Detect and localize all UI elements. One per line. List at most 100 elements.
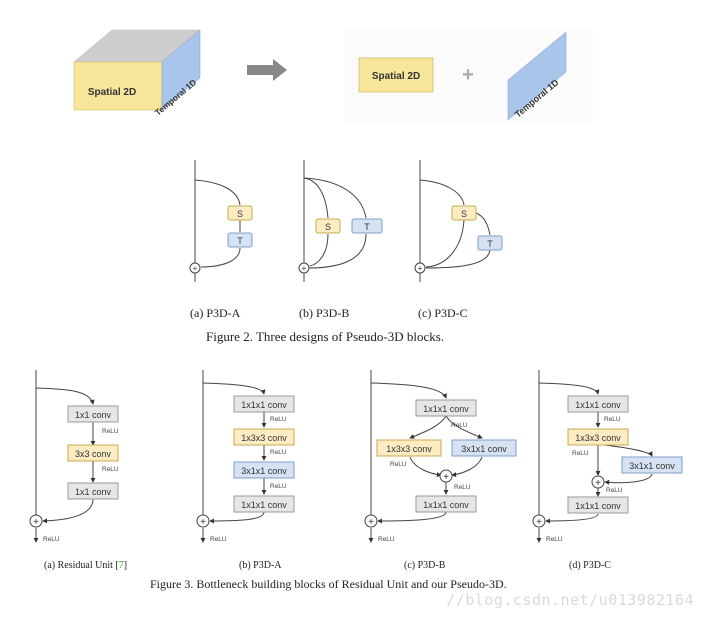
fig3-d-relu3: ReLU (606, 487, 623, 494)
fig2-p3d-a-diagram (194, 160, 241, 282)
fig3-c-relu2: ReLU (390, 461, 407, 468)
fig3-a-conv3-box (67, 482, 119, 500)
fig3-b-conv1-label: 1x1x1 conv (241, 400, 287, 410)
fig3-b-relu-out: ReLU (210, 536, 227, 543)
fig3-b-add-node (196, 514, 210, 528)
fig3-d-conv2-box (567, 428, 629, 446)
fig3-sublabel-a-suffix: ] (123, 560, 128, 571)
fig3-d-conv3-box (621, 456, 683, 474)
fig3-c-conv2-box (376, 439, 442, 457)
fig2-c-temporal-box (477, 235, 503, 251)
fig3-sublabel-d: (d) P3D-C (569, 560, 611, 571)
fig3-c-conv3-label: 3x1x1 conv (461, 444, 507, 454)
fig3-b-relu1: ReLU (270, 416, 287, 423)
fig2-b-temporal-box (351, 218, 383, 234)
fig3-d-merge-plus: + (595, 478, 601, 489)
fig3-sublabel-b: (b) P3D-A (239, 560, 282, 571)
spatiotemporal-cube: Spatial 2D Temporal 1D (73, 29, 201, 118)
fig3-c-add-node (364, 514, 378, 528)
fig3-a-plus: + (33, 517, 39, 528)
fig3-d-merge-node (591, 475, 605, 489)
decomposed-blocks: Spatial 2D + Temporal 1D (345, 30, 593, 122)
fig2-c-spatial-box (451, 205, 477, 221)
fig3-d-conv1-label: 1x1x1 conv (575, 400, 621, 410)
spatial-2d-block (358, 57, 434, 93)
cube-temporal-face (161, 29, 201, 111)
fig3-b-conv4-box (233, 495, 295, 513)
fig3-sublabel-c: (c) P3D-B (404, 560, 446, 571)
fig3-a-relu1: ReLU (102, 428, 119, 435)
fig3-c-conv1-label: 1x1x1 conv (423, 404, 469, 414)
fig2-sublabel-c: (c) P3D-C (418, 306, 468, 320)
fig2-sublabel-b: (b) P3D-B (299, 306, 350, 320)
fig3-a-conv1-box (67, 405, 119, 423)
fig2-a-temporal-box (227, 232, 253, 248)
fig3-b-relu3: ReLU (270, 483, 287, 490)
fig3-c-conv1-box (415, 399, 477, 417)
fig3-b-conv3-label: 3x1x1 conv (241, 466, 287, 476)
fig2-p3d-b-diagram (303, 160, 367, 282)
watermark: //blog.csdn.net/u013982164 (446, 591, 694, 609)
fig3-c-conv3-box (451, 439, 517, 457)
fig2-a-spatial-box (227, 205, 253, 221)
temporal-1d-block (507, 31, 567, 121)
fig3-p3d-b-diagram (368, 370, 483, 543)
fig3-a-add-node (29, 514, 43, 528)
fig3-c-relu1: ReLU (451, 422, 468, 429)
fig2-a-t-label: T (237, 236, 243, 246)
fig2-p3d-c-diagram (419, 160, 491, 282)
fig3-d-conv1-box (567, 395, 629, 413)
fig3-a-conv1-label: 1x1 conv (75, 410, 112, 420)
fig3-c-conv2-label: 1x3x3 conv (386, 444, 432, 454)
fig3-d-relu2: ReLU (572, 450, 589, 457)
cube-spatial-face (73, 61, 163, 111)
plus-icon: + (462, 64, 474, 86)
cube-spatial-label: Spatial 2D (88, 87, 136, 98)
fig2-a-plus: + (193, 264, 198, 273)
fig3-b-conv2-box (233, 428, 295, 446)
fig2-c-s-label: S (461, 209, 467, 219)
fig3-d-relu-out: ReLU (546, 536, 563, 543)
fig3-b-conv2-label: 1x3x3 conv (241, 433, 287, 443)
fig3-b-conv4-label: 1x1x1 conv (241, 500, 287, 510)
fig2-c-t-label: T (487, 239, 493, 249)
fig3-b-plus: + (200, 517, 206, 528)
fig3-a-conv2-box (67, 444, 119, 462)
fig3-sublabel-a-prefix: (a) Residual Unit [ (44, 560, 119, 571)
fig3-b-conv3-box (233, 461, 295, 479)
fig2-c-add-node (414, 262, 426, 274)
fig3-b-conv1-box (233, 395, 295, 413)
fig2-a-add-node (189, 262, 201, 274)
fig3-d-conv2-label: 1x3x3 conv (575, 433, 621, 443)
fig3-c-plus: + (368, 517, 374, 528)
fig3-residual-diagram (33, 370, 96, 543)
fig3-d-conv3-label: 3x1x1 conv (629, 461, 675, 471)
fig3-p3d-a-diagram (200, 370, 267, 543)
fig3-c-merge-node (439, 469, 453, 483)
fig2-sublabel-a: (a) P3D-A (190, 306, 241, 320)
fig2-b-t-label: T (364, 222, 370, 232)
fig3-a-relu-out: ReLU (43, 536, 60, 543)
fig3-a-conv3-label: 1x1 conv (75, 487, 112, 497)
fig3-d-conv4-box (567, 496, 629, 514)
fig3-c-conv4-label: 1x1x1 conv (423, 500, 469, 510)
fig3-d-add-node (532, 514, 546, 528)
fig3-d-plus: + (536, 517, 542, 528)
fig3-b-relu2: ReLU (270, 449, 287, 456)
fig2-c-plus: + (418, 264, 423, 273)
fig3-c-relu3: ReLU (454, 484, 471, 491)
fig2-b-spatial-box (315, 218, 341, 234)
fig3-a-conv2-label: 3x3 conv (75, 449, 112, 459)
fig3-p3d-c-diagram (536, 370, 653, 543)
fig2-a-s-label: S (237, 209, 243, 219)
fig2-b-add-node (298, 262, 310, 274)
fig2-b-s-label: S (325, 222, 331, 232)
fig3-c-relu-out: ReLU (378, 536, 395, 543)
fig3-caption: Figure 3. Bottleneck building blocks of … (150, 577, 507, 591)
fig2-b-plus: + (302, 264, 307, 273)
fig3-c-conv4-box (415, 495, 477, 513)
spatial-2d-label: Spatial 2D (372, 71, 420, 82)
fig3-ref-link[interactable]: 7 (118, 560, 124, 571)
fig3-c-merge-plus: + (443, 472, 449, 483)
